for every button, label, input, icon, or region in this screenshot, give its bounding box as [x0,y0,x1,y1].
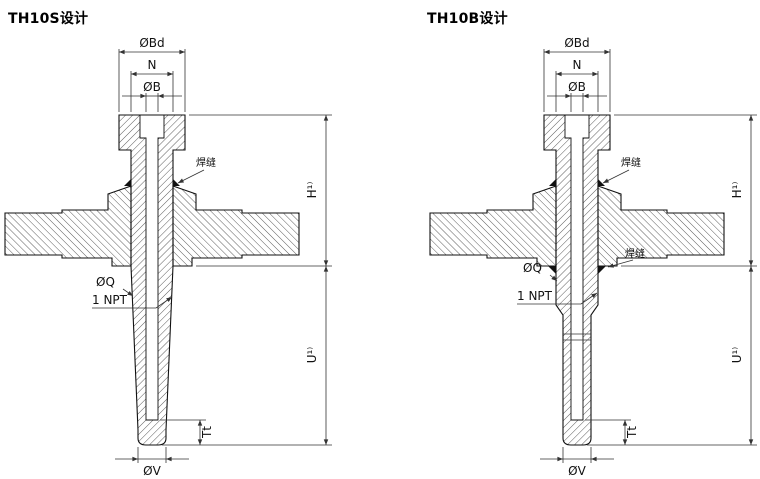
dim-label-n: N [573,58,582,72]
flange-right-section [597,185,725,267]
weld-fillet-left [124,179,131,186]
leader-line-q [549,274,558,282]
leader-line-weld-bottom [607,259,634,268]
flange-left-section [429,185,557,267]
dim-label-tt: Tt [200,426,214,439]
dim-label-q: ØQ [96,275,115,289]
leader-line-weld [177,169,205,184]
dim-label-u: U¹⁾ [730,347,744,364]
instrument-bore [564,114,590,421]
dim-label-h: H¹⁾ [305,182,319,199]
flange-left-section [4,185,132,267]
leader-line-q [122,288,134,297]
dim-label-q: ØQ [523,261,542,275]
dim-label-v: ØV [568,464,586,478]
weld-fillet-top-left [549,179,556,186]
weld-fillet-bottom-right [598,266,606,274]
dim-label-b: ØB [568,80,586,94]
dim-label-npt: 1 NPT [517,289,553,303]
weld-fillet-right [173,179,180,186]
diagram-title-th10b: TH10B设计 [427,11,508,27]
leader-line-npt [155,296,173,309]
dim-label-v: ØV [143,464,161,478]
leader-line-weld-top [602,169,630,184]
diagram-title-th10s: TH10S设计 [8,11,89,27]
dim-label-bd: ØBd [564,36,589,50]
diagram-th10b: ØBd N ØB 焊缝 焊缝 H¹⁾ U¹⁾ Tt ØV ØQ 1 N [429,36,757,478]
weld-fillet-bottom-left [548,266,556,274]
weld-annotation: 焊缝 [196,156,216,169]
weld-annotation-top: 焊缝 [621,156,641,169]
dim-label-h: H¹⁾ [730,182,744,199]
dim-label-bd: ØBd [139,36,164,50]
dim-label-n: N [148,58,157,72]
flange-right-section [172,185,300,267]
dim-label-b: ØB [143,80,161,94]
weld-fillet-top-right [598,179,605,186]
weld-annotation-bottom: 焊缝 [625,247,645,260]
leader-line-npt [580,292,598,305]
instrument-bore [139,114,165,421]
diagram-th10s: ØBd N ØB 焊缝 H¹⁾ U¹⁾ Tt ØV ØQ 1 NPT [4,36,332,478]
dim-label-tt: Tt [625,426,639,439]
dim-label-u: U¹⁾ [305,347,319,364]
dim-label-npt: 1 NPT [92,293,128,307]
